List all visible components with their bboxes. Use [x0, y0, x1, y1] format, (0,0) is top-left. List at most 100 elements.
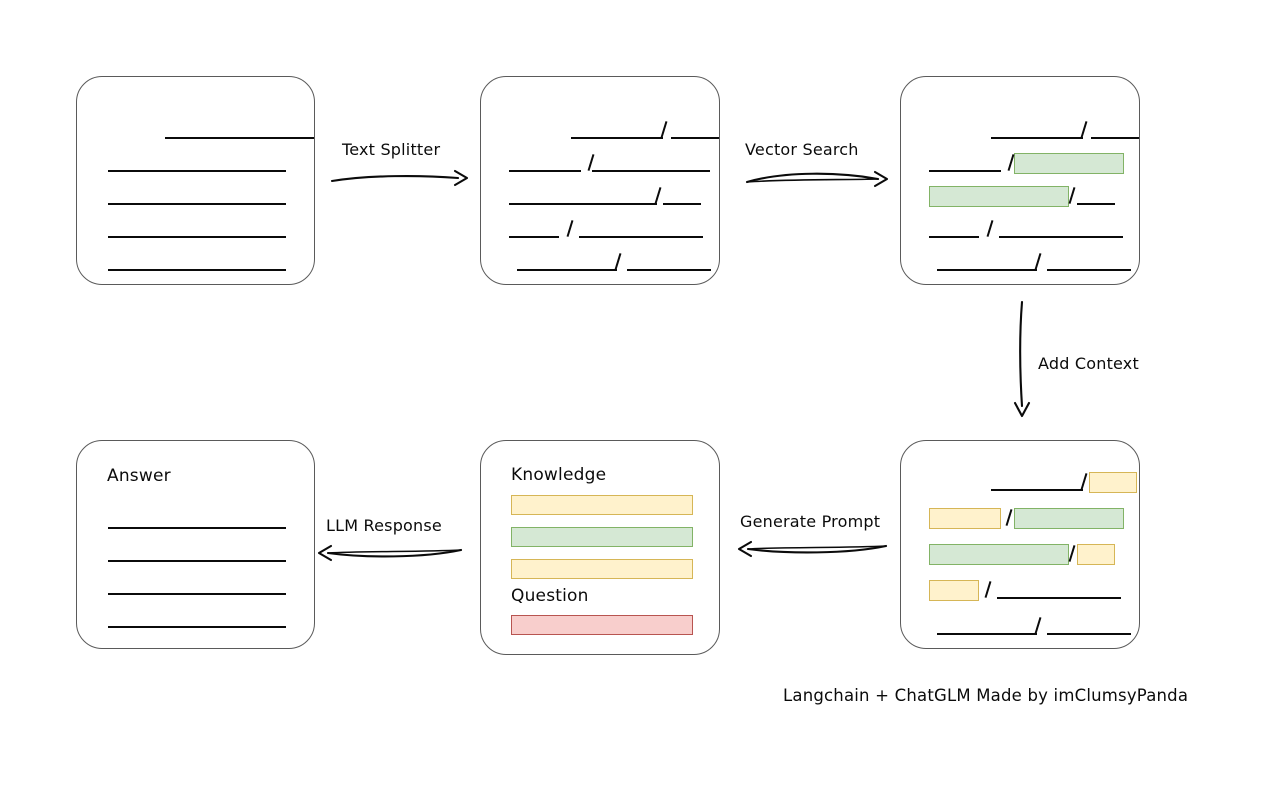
- text-row: [929, 543, 1139, 565]
- text-row: [108, 251, 314, 273]
- text-row: [929, 152, 1139, 174]
- highlighted-chunk[interactable]: [1089, 471, 1137, 493]
- text-line-segment: [1091, 137, 1139, 139]
- slash-separator-icon: [660, 121, 668, 138]
- generated-prompt-box[interactable]: Knowledge Question: [480, 440, 720, 655]
- text-row: [108, 608, 314, 630]
- edge-llm-response: LLM Response: [317, 516, 463, 568]
- edge-text-splitter: Text Splitter: [330, 140, 470, 190]
- text-line-segment: [663, 203, 701, 205]
- knowledge-bar[interactable]: [511, 559, 693, 579]
- edge-llm-response-arrow: [317, 544, 463, 562]
- slash-separator-icon: [587, 154, 595, 171]
- split-chunks-box[interactable]: [480, 76, 720, 285]
- text-row: [929, 218, 1139, 240]
- text-line-segment: [108, 269, 286, 271]
- text-row: [929, 579, 1139, 601]
- text-line-segment: [108, 203, 286, 205]
- slash-separator-icon: [654, 187, 662, 204]
- slash-separator-icon: [614, 253, 622, 270]
- text-line-segment: [671, 137, 719, 139]
- text-line-segment: [108, 170, 286, 172]
- text-line-segment: [509, 236, 559, 238]
- edge-vector-search-arrow: [745, 170, 889, 188]
- highlighted-chunk[interactable]: [929, 185, 1069, 207]
- text-line-segment: [1077, 203, 1115, 205]
- text-line-segment: [627, 269, 711, 271]
- text-row: [108, 119, 314, 141]
- text-line-segment: [571, 137, 663, 139]
- context-augmented-chunks-box[interactable]: [900, 440, 1140, 649]
- answer-label: Answer: [107, 466, 171, 486]
- text-line-segment: [108, 527, 286, 529]
- text-row: [929, 119, 1139, 141]
- text-row: [929, 185, 1139, 207]
- text-line-segment: [108, 626, 286, 628]
- text-line-segment: [1047, 633, 1131, 635]
- text-row: [929, 251, 1139, 273]
- text-line-segment: [937, 633, 1037, 635]
- answer-box[interactable]: Answer: [76, 440, 315, 649]
- text-row: [509, 152, 719, 174]
- text-line-segment: [108, 593, 286, 595]
- knowledge-label: Knowledge: [511, 465, 607, 485]
- slash-separator-icon: [1034, 253, 1042, 270]
- text-row: [108, 509, 314, 531]
- highlighted-chunk[interactable]: [1077, 543, 1115, 565]
- edge-text-splitter-label: Text Splitter: [342, 140, 441, 159]
- edge-add-context-arrow: [1013, 300, 1031, 418]
- source-document-box[interactable]: [76, 76, 315, 285]
- text-row: [108, 542, 314, 564]
- context-augmented-chunks-rows: [901, 441, 1139, 648]
- slash-separator-icon: [1005, 509, 1013, 526]
- text-row: [509, 251, 719, 273]
- text-line-segment: [1047, 269, 1131, 271]
- edge-generate-prompt: Generate Prompt: [737, 512, 888, 564]
- text-line-segment: [108, 560, 286, 562]
- text-line-segment: [517, 269, 617, 271]
- highlighted-chunk[interactable]: [1014, 507, 1124, 529]
- text-row: [929, 615, 1139, 637]
- footer-credit: Langchain + ChatGLM Made by imClumsyPand…: [783, 686, 1189, 705]
- edge-vector-search-label: Vector Search: [745, 140, 859, 159]
- edge-add-context-label: Add Context: [1038, 354, 1139, 373]
- text-line-segment: [165, 137, 314, 139]
- slash-separator-icon: [1080, 121, 1088, 138]
- knowledge-bar[interactable]: [511, 495, 693, 515]
- question-bar[interactable]: [511, 615, 693, 635]
- text-row: [108, 218, 314, 240]
- text-row: [509, 119, 719, 141]
- edge-vector-search: Vector Search: [745, 140, 890, 190]
- text-row: [509, 185, 719, 207]
- text-row: [108, 575, 314, 597]
- edge-llm-response-label: LLM Response: [326, 516, 442, 535]
- text-row: [108, 185, 314, 207]
- vector-matched-chunks-box[interactable]: [900, 76, 1140, 285]
- highlighted-chunk[interactable]: [1014, 152, 1124, 174]
- edge-text-splitter-arrow: [330, 169, 469, 187]
- highlighted-chunk[interactable]: [929, 507, 1001, 529]
- slash-separator-icon: [566, 220, 574, 237]
- text-row: [929, 471, 1139, 493]
- text-line-segment: [991, 137, 1083, 139]
- highlighted-chunk[interactable]: [929, 543, 1069, 565]
- knowledge-bar[interactable]: [511, 527, 693, 547]
- slash-separator-icon: [1068, 545, 1076, 562]
- text-row: [509, 218, 719, 240]
- text-row: [929, 507, 1139, 529]
- edge-add-context: Add Context: [1010, 300, 1190, 420]
- slash-separator-icon: [986, 220, 994, 237]
- text-line-segment: [991, 489, 1083, 491]
- slash-separator-icon: [1034, 617, 1042, 634]
- text-line-segment: [997, 597, 1121, 599]
- edge-generate-prompt-label: Generate Prompt: [740, 512, 881, 531]
- text-line-segment: [108, 236, 286, 238]
- text-line-segment: [579, 236, 703, 238]
- highlighted-chunk[interactable]: [929, 579, 979, 601]
- source-document-rows: [77, 77, 314, 284]
- answer-rows: [77, 441, 314, 648]
- text-line-segment: [592, 170, 710, 172]
- text-line-segment: [929, 236, 979, 238]
- text-line-segment: [929, 170, 1001, 172]
